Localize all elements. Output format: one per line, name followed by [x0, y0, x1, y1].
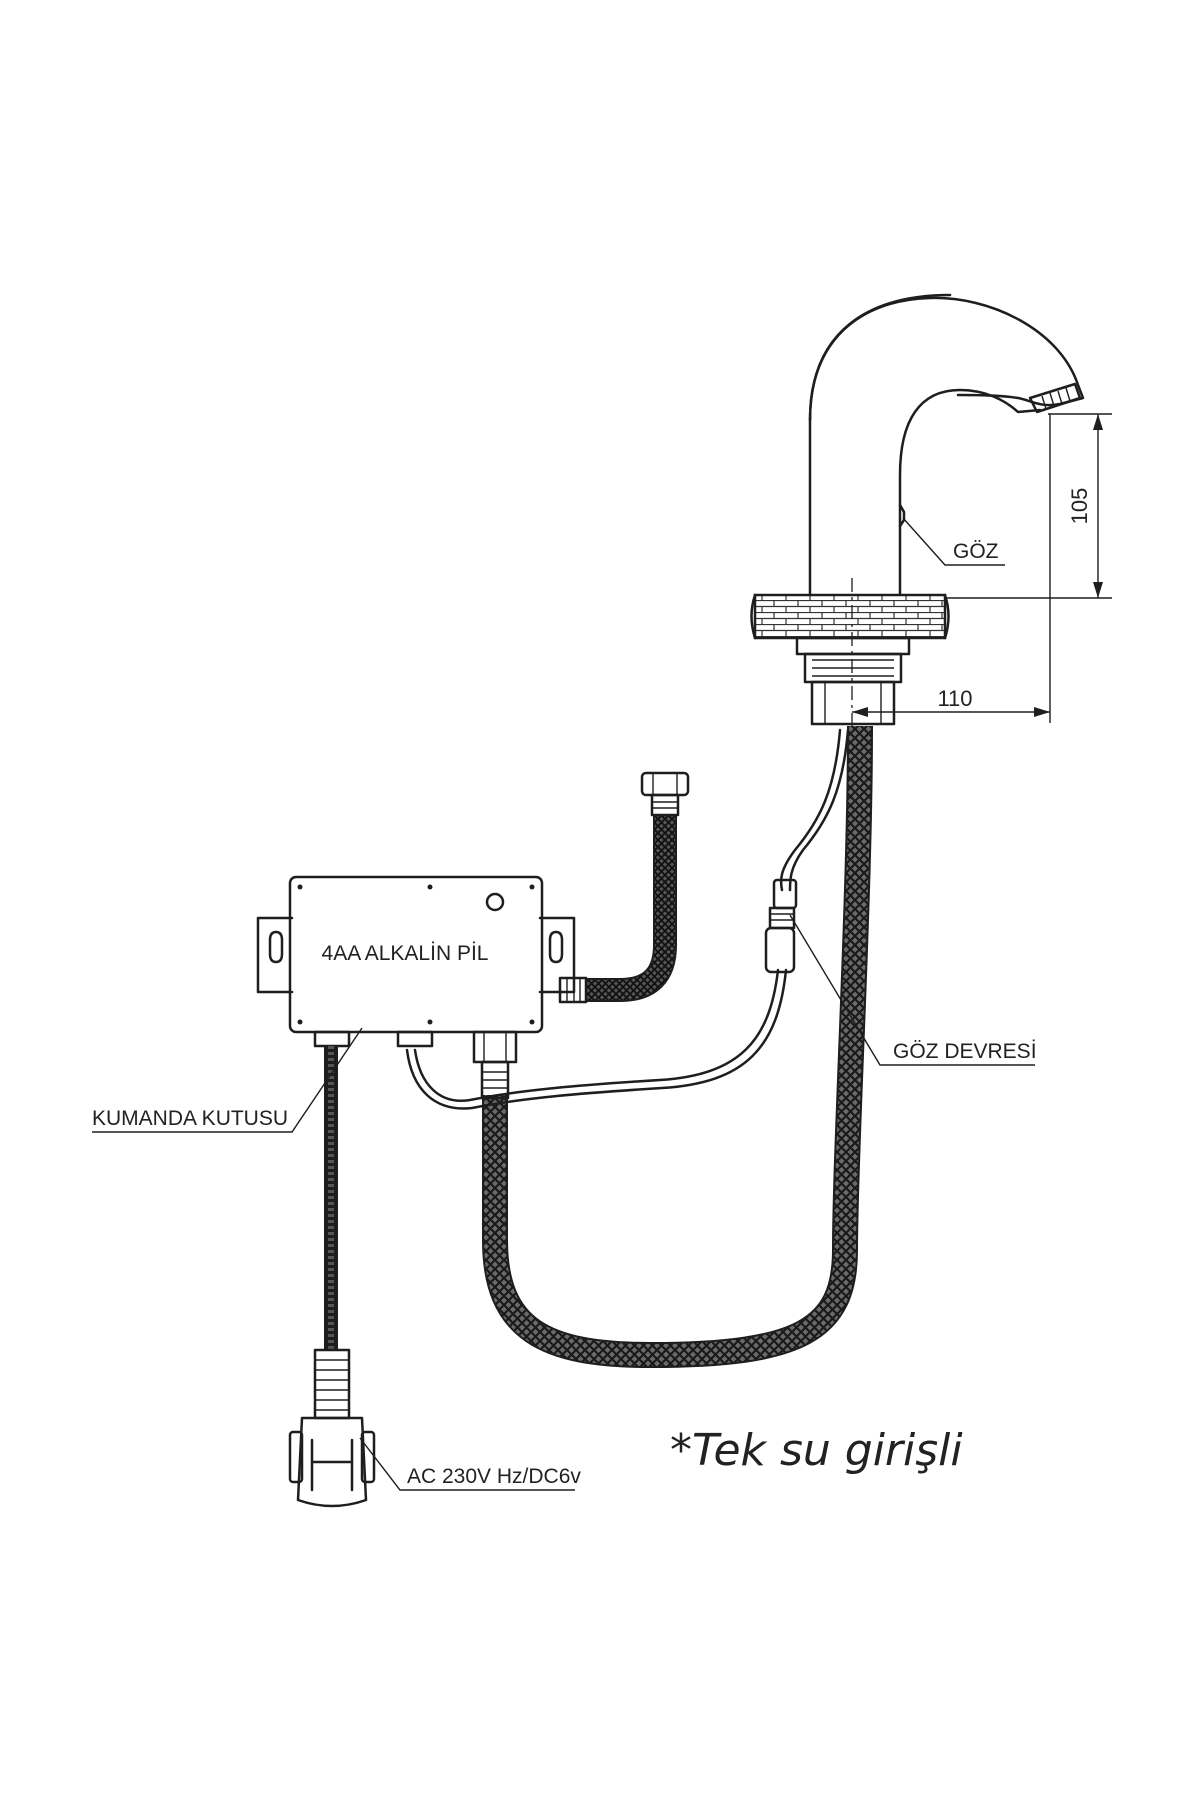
faucet-base	[795, 636, 911, 726]
sensor-connector	[764, 878, 798, 974]
goz-devresi-label: GÖZ DEVRESİ	[893, 1040, 1037, 1063]
sensor-eye	[898, 503, 906, 528]
dimension-height-label: 105	[1067, 488, 1092, 525]
dimension-reach-label: 110	[937, 686, 972, 711]
sensor-cable	[405, 728, 850, 1110]
goz-label: GÖZ	[953, 540, 999, 563]
aerator	[1028, 382, 1082, 414]
leader-goz: GÖZ	[902, 517, 1005, 566]
leader-kumanda-kutusu: KUMANDA KUTUSU	[92, 1027, 363, 1133]
main-hose	[482, 725, 873, 1369]
leader-power: AC 230V Hz/DC6v	[359, 1437, 581, 1491]
inlet-hose	[558, 771, 690, 1004]
power-label: AC 230V Hz/DC6v	[407, 1465, 581, 1488]
power-plug	[288, 1348, 376, 1508]
dimension-reach: 110	[852, 414, 1051, 723]
dimension-height: 105	[946, 413, 1112, 599]
control-box: 4AA ALKALİN PİL	[256, 875, 576, 1100]
single-inlet-note: *Tek su girişli	[670, 1425, 963, 1476]
countertop	[750, 593, 950, 640]
leader-goz-devresi: GÖZ DEVRESİ	[789, 914, 1037, 1066]
kumanda-kutusu-label: KUMANDA KUTUSU	[92, 1107, 288, 1130]
faucet-spout	[808, 293, 1085, 597]
battery-label: 4AA ALKALİN PİL	[322, 942, 489, 965]
